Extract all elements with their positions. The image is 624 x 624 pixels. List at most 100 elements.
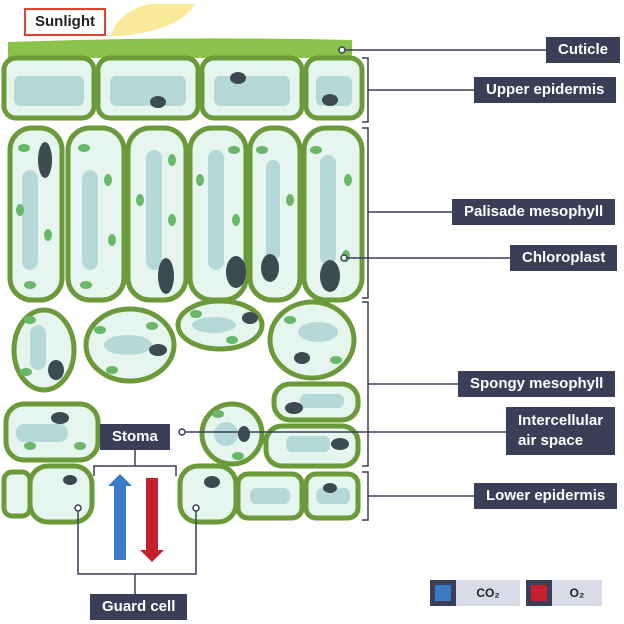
chloroplast (136, 194, 144, 206)
air-space-line-2: air space (518, 432, 584, 449)
vacuole (320, 155, 336, 265)
guard-cell-marker-right (192, 504, 200, 512)
vacuole (316, 488, 350, 504)
palisade-mesophyll-cells (7, 125, 365, 303)
chloroplast (106, 366, 118, 374)
chloroplast (190, 310, 202, 318)
nucleus (242, 312, 258, 324)
stoma-label: Stoma (100, 424, 170, 450)
lower-epidermis-bracket (362, 471, 369, 521)
o2-legend-label: O₂ (552, 580, 602, 606)
upper-epidermis-cells (1, 55, 365, 121)
nucleus (226, 256, 246, 288)
chloroplast (108, 234, 116, 246)
vacuole (22, 170, 38, 270)
nucleus (238, 426, 250, 442)
chloroplast (212, 410, 224, 418)
nucleus (320, 260, 340, 292)
vacuole (214, 422, 238, 446)
sunlight-label: Sunlight (24, 8, 106, 36)
chloroplast (44, 229, 52, 241)
chloroplast-marker (340, 254, 348, 262)
nucleus (51, 412, 69, 424)
co2-legend-label: CO₂ (456, 580, 520, 606)
chloroplast (344, 174, 352, 186)
chloroplast (16, 204, 24, 216)
spongy-mesophyll-label: Spongy mesophyll (458, 371, 616, 397)
palisade-chloroplasts (16, 144, 352, 289)
vacuole (214, 76, 290, 106)
o2-legend-swatch (526, 580, 552, 606)
chloroplast (24, 281, 36, 289)
nucleus (38, 142, 52, 178)
nucleus (322, 94, 338, 106)
nucleus (285, 402, 303, 414)
nucleus (63, 475, 77, 485)
spongy-bracket (362, 301, 369, 467)
chloroplast (18, 144, 30, 152)
lower-epidermis-cells (1, 463, 361, 525)
guard-cell-marker-left (74, 504, 82, 512)
vacuole (146, 150, 162, 270)
vacuole (16, 424, 68, 442)
chloroplast (168, 214, 176, 226)
chloroplast (228, 146, 240, 154)
chloroplast (20, 368, 32, 376)
vacuole (300, 394, 344, 408)
nucleus (204, 476, 220, 488)
epidermis-cell (1, 469, 33, 519)
upper-epidermis-label: Upper epidermis (474, 77, 617, 103)
sunlight-rays (110, 4, 195, 36)
cuticle-layer (8, 38, 352, 58)
layer-brackets (182, 49, 546, 521)
lower-epidermis-label: Lower epidermis (474, 483, 618, 509)
air-space-marker (178, 428, 186, 436)
vacuole (208, 150, 224, 270)
chloroplast (284, 316, 296, 324)
vacuole (192, 317, 236, 333)
nucleus (149, 344, 167, 356)
nucleus (158, 258, 174, 294)
air-space-line-1: Intercellular (518, 412, 604, 429)
nucleus (323, 483, 337, 493)
co2-swatch-color (435, 585, 451, 601)
chloroplast (310, 146, 322, 154)
guard-cell-right (177, 463, 239, 525)
palisade-mesophyll-label: Palisade mesophyll (452, 199, 616, 225)
guard-cell-left (27, 463, 95, 525)
spongy-mesophyll-cells (3, 298, 361, 469)
vacuole (286, 436, 330, 452)
chloroplast (74, 442, 86, 450)
chloroplast (24, 442, 36, 450)
chloroplast (256, 146, 268, 154)
chloroplast (232, 214, 240, 226)
vacuole (30, 325, 46, 370)
chloroplast (78, 144, 90, 152)
chloroplast-label: Chloroplast (510, 245, 618, 271)
vacuole (14, 76, 84, 106)
chloroplast (168, 154, 176, 166)
vacuole (298, 322, 338, 342)
chloroplast (104, 174, 112, 186)
cuticle-label: Cuticle (546, 37, 621, 63)
o2-arrow (140, 478, 164, 562)
stoma-bracket (93, 465, 177, 476)
chloroplast (24, 316, 36, 324)
nucleus (261, 254, 279, 282)
guard-cell-label: Guard cell (90, 594, 188, 620)
nucleus (294, 352, 310, 364)
gas-exchange-arrows (108, 474, 164, 562)
nucleus (150, 96, 166, 108)
co2-legend-swatch (430, 580, 456, 606)
guard-cell-bracket (77, 508, 197, 575)
chloroplast (94, 326, 106, 334)
vacuole (110, 76, 186, 106)
cuticle-marker (338, 46, 346, 54)
vacuole (82, 170, 98, 270)
chloroplast (232, 452, 244, 460)
co2-arrow (108, 474, 132, 560)
nucleus (48, 360, 64, 380)
nucleus (230, 72, 246, 84)
o2-swatch-color (531, 585, 547, 601)
